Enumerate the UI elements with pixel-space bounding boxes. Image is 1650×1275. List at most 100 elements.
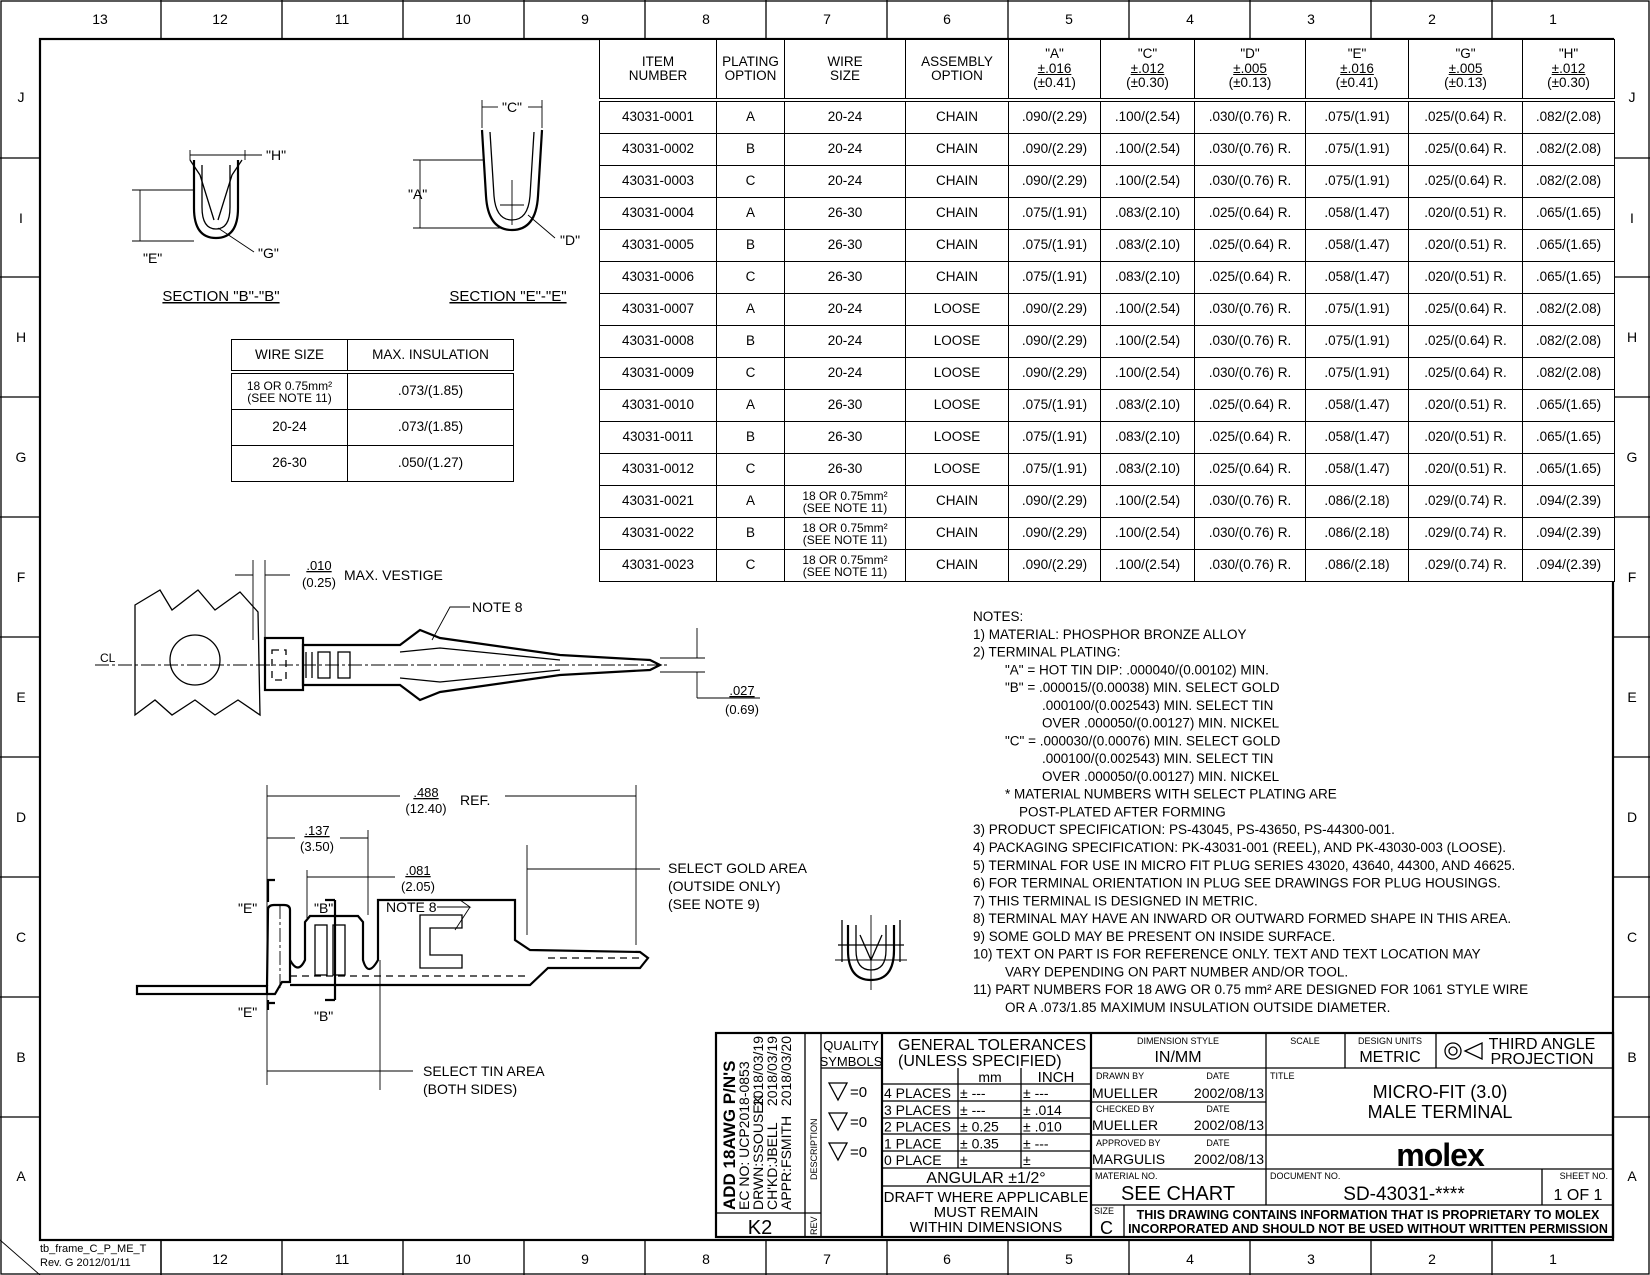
assembly-option-cell: CHAIN <box>905 229 1009 262</box>
dimension-label: "A" <box>1045 45 1064 61</box>
dim-g-cell: .025/(0.64) R. <box>1408 133 1523 166</box>
zone-row-label: J <box>1629 89 1636 105</box>
wire-size-cell: 18 OR 0.75mm² (SEE NOTE 11) <box>231 371 348 410</box>
draft-note-2: MUST REMAIN <box>934 1204 1039 1221</box>
draft-note-1: DRAFT WHERE APPLICABLE <box>884 1189 1089 1206</box>
zone-column-label: 11 <box>335 11 350 27</box>
dim-e-cell: .075/(1.91) <box>1305 293 1409 326</box>
terminal-top-view: CL .010 (0.25) MAX. VESTIGE NOTE 8 .027 … <box>95 558 760 717</box>
dim-e-cell: .086/(2.18) <box>1305 549 1409 582</box>
dim-c-cell: .083/(2.10) <box>1100 421 1195 454</box>
plating-option-cell: C <box>716 261 785 294</box>
zone-row-label: H <box>1627 329 1637 345</box>
tolerance-inch: ± .010 <box>1023 1119 1062 1135</box>
zone-row-label: F <box>1628 569 1637 585</box>
note-line: OR A .073/1.85 MAXIMUM INSULATION OUTSID… <box>1005 1000 1390 1015</box>
header-line-2: OPTION <box>724 68 777 83</box>
dim-d-cell: .030/(0.76) R. <box>1194 549 1306 582</box>
zone-row-label: C <box>1627 929 1637 945</box>
assembly-option-cell: LOOSE <box>905 325 1009 358</box>
d081-inch: .081 <box>405 863 430 878</box>
terminal-end-view <box>835 915 907 990</box>
item-number-cell: 43031-0007 <box>599 293 717 326</box>
dim-g-cell: .025/(0.64) R. <box>1408 325 1523 358</box>
approved-date: 2002/08/13 <box>1194 1151 1264 1167</box>
dim-a-cell: .090/(2.29) <box>1008 165 1101 198</box>
d081-mm: (2.05) <box>401 879 435 894</box>
dim-g-cell: .025/(0.64) R. <box>1408 293 1523 326</box>
zone-column-label: 5 <box>1065 1251 1073 1267</box>
assembly-option-cell: CHAIN <box>905 99 1009 134</box>
note-line: .000100/(0.002543) MIN. SELECT TIN <box>1042 698 1273 713</box>
dim-a-cell: .090/(2.29) <box>1008 293 1101 326</box>
wire-size-cell: 18 OR 0.75mm² (SEE NOTE 11) <box>784 485 906 518</box>
rev-date-2: 2018/03/19 <box>764 1036 780 1106</box>
item-number-cell: 43031-0004 <box>599 197 717 230</box>
plating-option-cell: B <box>716 517 785 550</box>
dim-d-cell: .025/(0.64) R. <box>1194 229 1306 262</box>
note-line: 3) PRODUCT SPECIFICATION: PS-43045, PS-4… <box>973 822 1395 837</box>
dim-a-cell: .090/(2.29) <box>1008 325 1101 358</box>
quality-symbol-value: =0 <box>850 1144 867 1161</box>
dim-h-cell: .065/(1.65) <box>1522 261 1615 294</box>
d137-mm: (3.50) <box>300 839 334 854</box>
zone-column-label: 1 <box>1549 1251 1557 1267</box>
zone-column-label: 2 <box>1428 1251 1436 1267</box>
drawn-date: 2002/08/13 <box>1194 1085 1264 1101</box>
tolerance-mm: (±0.41) <box>1033 75 1076 91</box>
d137-inch: .137 <box>304 823 329 838</box>
zone-column-label: 2 <box>1428 11 1436 27</box>
zone-column-label: 13 <box>92 11 108 27</box>
dim-e-cell: .086/(2.18) <box>1305 485 1409 518</box>
zone-row-label: D <box>16 809 26 825</box>
column-header: "D"±.005(±0.13) <box>1194 39 1306 102</box>
wire-size-cell: 26-30 <box>784 197 906 230</box>
vestige-text: MAX. VESTIGE <box>344 567 443 583</box>
dim-a-cell: .090/(2.29) <box>1008 517 1101 550</box>
dim-g-cell: .020/(0.51) R. <box>1408 453 1523 486</box>
note-line: .000100/(0.002543) MIN. SELECT TIN <box>1042 751 1273 766</box>
item-number-cell: 43031-0001 <box>599 99 717 134</box>
description-label: DESCRIPTION <box>809 1118 819 1180</box>
label-g: "G" <box>258 245 279 261</box>
note-line: 5) TERMINAL FOR USE IN MICRO FIT PLUG SE… <box>973 858 1515 873</box>
zone-column-label: 12 <box>212 1251 228 1267</box>
drawing-title-1: MICRO-FIT (3.0) <box>1373 1082 1508 1102</box>
rev-date-1: 2018/03/19 <box>750 1036 766 1106</box>
assembly-option-cell: LOOSE <box>905 389 1009 422</box>
dim-h-cell: .094/(2.39) <box>1522 549 1615 582</box>
item-number-cell: 43031-0002 <box>599 133 717 166</box>
dim-g-cell: .020/(0.51) R. <box>1408 261 1523 294</box>
quality-symbol-value: =0 <box>850 1084 867 1101</box>
wire-size-cell: 18 OR 0.75mm² (SEE NOTE 11) <box>784 517 906 550</box>
dim-c-cell: .100/(2.54) <box>1100 99 1195 134</box>
rev-drawn: DRWN:SSOUSEK <box>750 1094 766 1210</box>
tolerance-inch: ±.012 <box>1551 60 1586 76</box>
dim-h-cell: .065/(1.65) <box>1522 197 1615 230</box>
note-line: OVER .000050/(0.00127) MIN. NICKEL <box>1042 769 1280 784</box>
rev-checked: CH'KD:JBELL <box>764 1122 780 1210</box>
tolerance-mm: ± 0.25 <box>960 1119 999 1135</box>
tolerance-places: 0 PLACE <box>884 1152 942 1168</box>
dim-d-cell: .030/(0.76) R. <box>1194 485 1306 518</box>
plating-option-cell: C <box>716 549 785 582</box>
dim-c-cell: .100/(2.54) <box>1100 357 1195 390</box>
design-units-value: METRIC <box>1359 1049 1420 1066</box>
plating-option-cell: C <box>716 357 785 390</box>
tolerance-mm: (±0.13) <box>1444 75 1487 91</box>
column-header: "H"±.012(±0.30) <box>1522 39 1615 102</box>
wire-size-cell: 26-30 <box>784 261 906 294</box>
design-units-label: DESIGN UNITS <box>1358 1036 1422 1046</box>
dim-d-cell: .030/(0.76) R. <box>1194 517 1306 550</box>
plating-option-cell: A <box>716 293 785 326</box>
plating-option-cell: B <box>716 325 785 358</box>
assembly-option-cell: CHAIN <box>905 261 1009 294</box>
zone-column-label: 5 <box>1065 11 1073 27</box>
section-b-b-view: "H" "E" "G" SECTION "B"-"B" <box>132 147 286 305</box>
